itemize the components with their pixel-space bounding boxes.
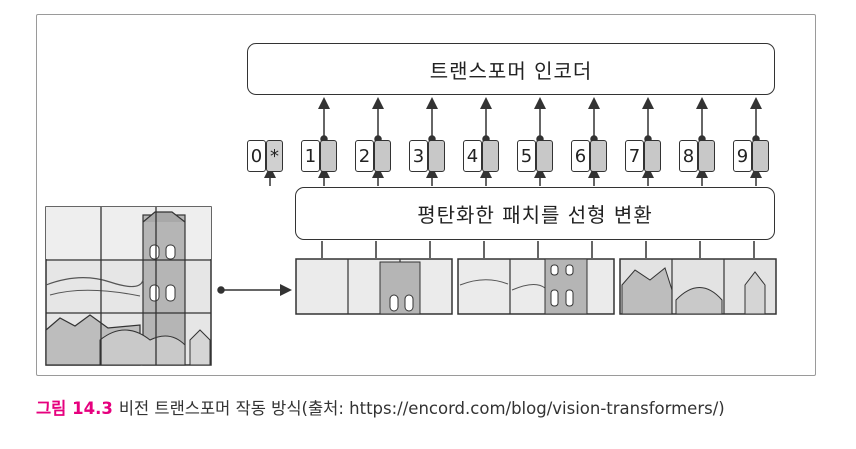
token-index: 9: [733, 140, 752, 172]
encoder-label: 트랜스포머 인코더: [429, 58, 593, 83]
token-index: 0: [247, 140, 266, 172]
token-index: 4: [463, 140, 482, 172]
patch-embedding: [320, 140, 337, 172]
linear-projection-box: 평탄화한 패치를 선형 변환: [295, 187, 775, 240]
patch-embedding: [374, 140, 391, 172]
patch-embedding: [482, 140, 499, 172]
patch-strip-2: [457, 258, 615, 315]
patch-embedding: [644, 140, 661, 172]
token-index: 1: [301, 140, 320, 172]
token-index: 8: [679, 140, 698, 172]
caption-text: 비전 트랜스포머 작동 방식(출처: https://encord.com/bl…: [118, 399, 725, 418]
patch-embedding: [428, 140, 445, 172]
token-index: 7: [625, 140, 644, 172]
patch-strip-1: [295, 258, 453, 315]
token-index: 2: [355, 140, 374, 172]
input-image-grid: [45, 206, 212, 366]
transformer-encoder-box: 트랜스포머 인코더: [247, 43, 775, 95]
figure-caption: 그림 14.3 비전 트랜스포머 작동 방식(출처: https://encord…: [36, 395, 725, 419]
patch-embedding: [536, 140, 553, 172]
class-token-embedding: *: [266, 140, 283, 172]
token-index: 3: [409, 140, 428, 172]
diagram-frame: [36, 14, 816, 376]
patch-strip-3: [619, 258, 777, 315]
patch-embedding: [590, 140, 607, 172]
token-index: 5: [517, 140, 536, 172]
figure-label: 그림 14.3: [36, 399, 113, 418]
patch-embedding: [752, 140, 769, 172]
patch-embedding: [698, 140, 715, 172]
token-index: 6: [571, 140, 590, 172]
projection-label: 평탄화한 패치를 선형 변환: [417, 203, 653, 227]
